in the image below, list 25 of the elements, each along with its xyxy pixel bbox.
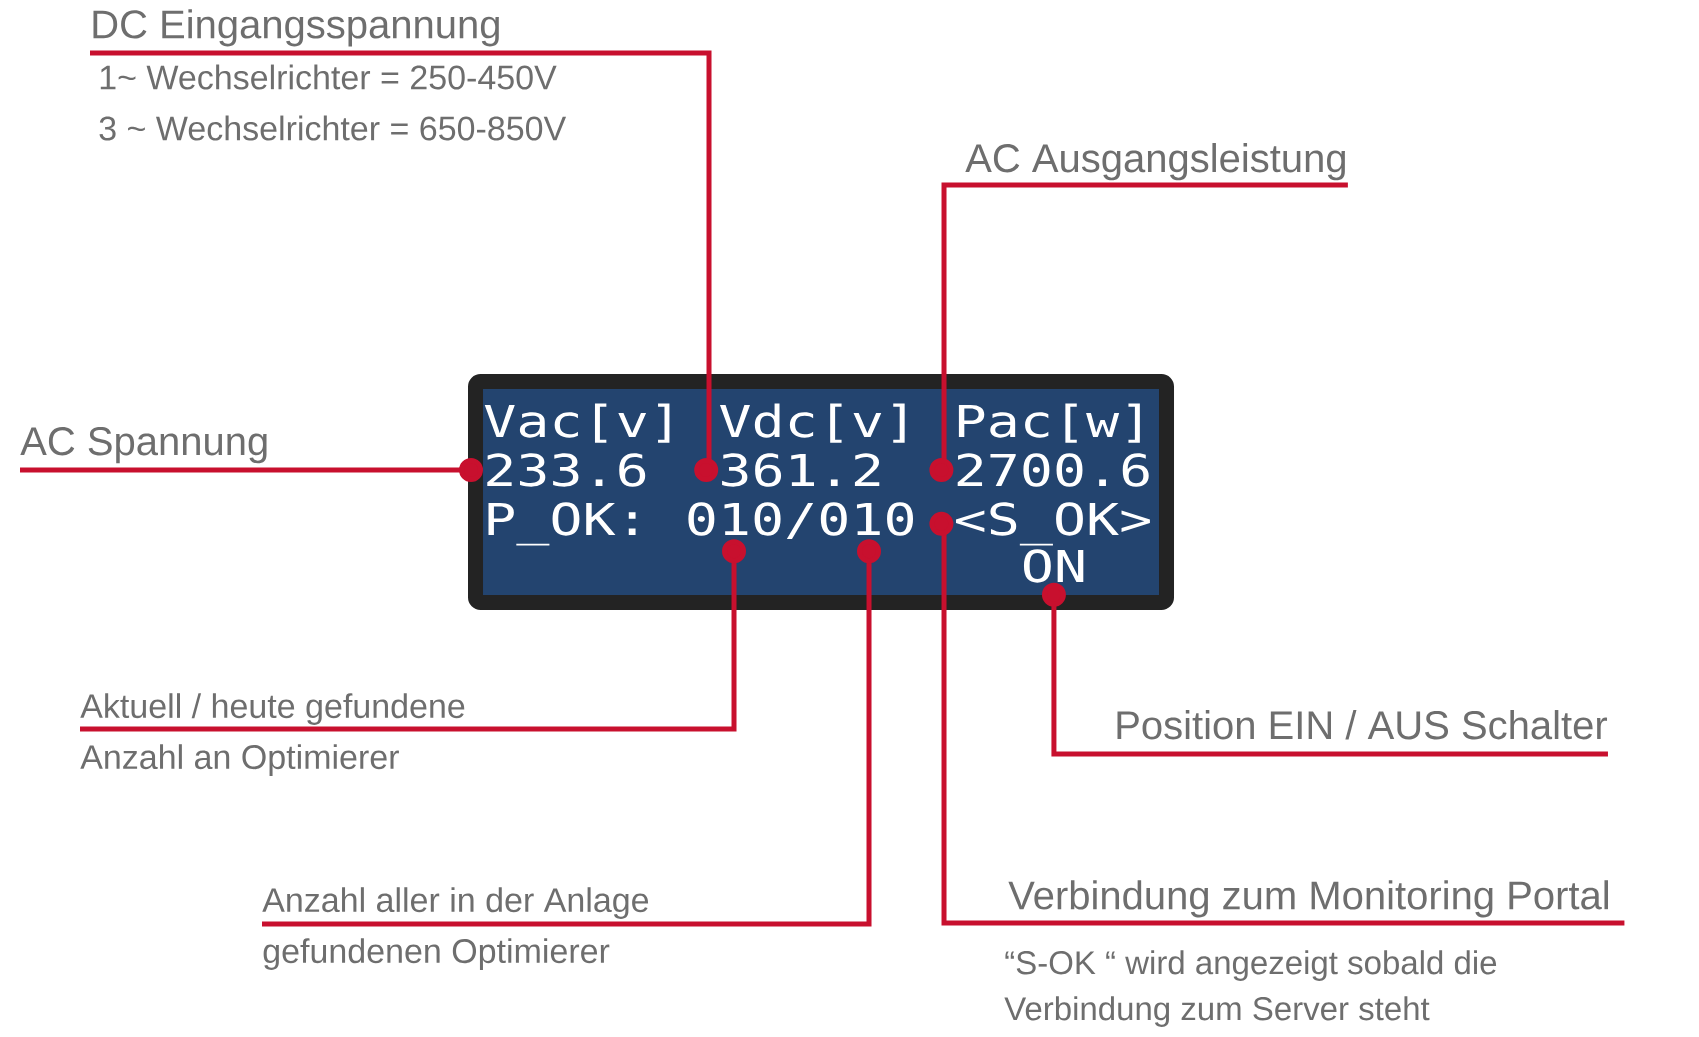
display-reading: Pac[w] xyxy=(958,403,1140,443)
callout-label: DC Eingangsspannung 1~ Wechselrichter = 250-450V 3 ~ Wechselrichter = 650-850V xyxy=(93,9,567,141)
callout-label: AC Ausgangsleistung xyxy=(965,143,1345,181)
display-reading: 361.2 xyxy=(722,453,880,487)
callout-label: Verbindung zum Monitoring Portal “S-OK “ wird angezeigt sobald die Verbindung zum Server steht xyxy=(1004,880,1608,1027)
display-reading: 010/010 xyxy=(688,502,913,540)
display-reading: P_OK: xyxy=(488,502,636,546)
display-reading: ON xyxy=(1023,549,1084,583)
callout-label: Position EIN / AUS Schalter xyxy=(1117,710,1608,740)
display-reading: Vdc[v] xyxy=(719,403,905,443)
callout-label: Anzahl aller in der Anlage gefundenen Optimierer xyxy=(262,887,649,970)
callout-label: Aktuell / heute gefundene Anzahl an Optimierer xyxy=(80,693,465,776)
display-reading: 233.6 xyxy=(487,453,646,487)
leader-line xyxy=(20,458,483,482)
display-reading: 2700.6 xyxy=(957,453,1149,487)
leader-line xyxy=(1041,582,1608,757)
lcd-display xyxy=(468,374,1174,610)
leader-line xyxy=(90,50,719,482)
display-reading: <S_OK> xyxy=(956,502,1150,546)
display-reading: Vac[v] xyxy=(484,403,670,443)
leader-line xyxy=(262,539,881,927)
leader-line xyxy=(929,511,1625,926)
callout-label: AC Spannung xyxy=(20,427,267,464)
leader-line xyxy=(929,182,1348,482)
leader-line xyxy=(80,539,746,732)
